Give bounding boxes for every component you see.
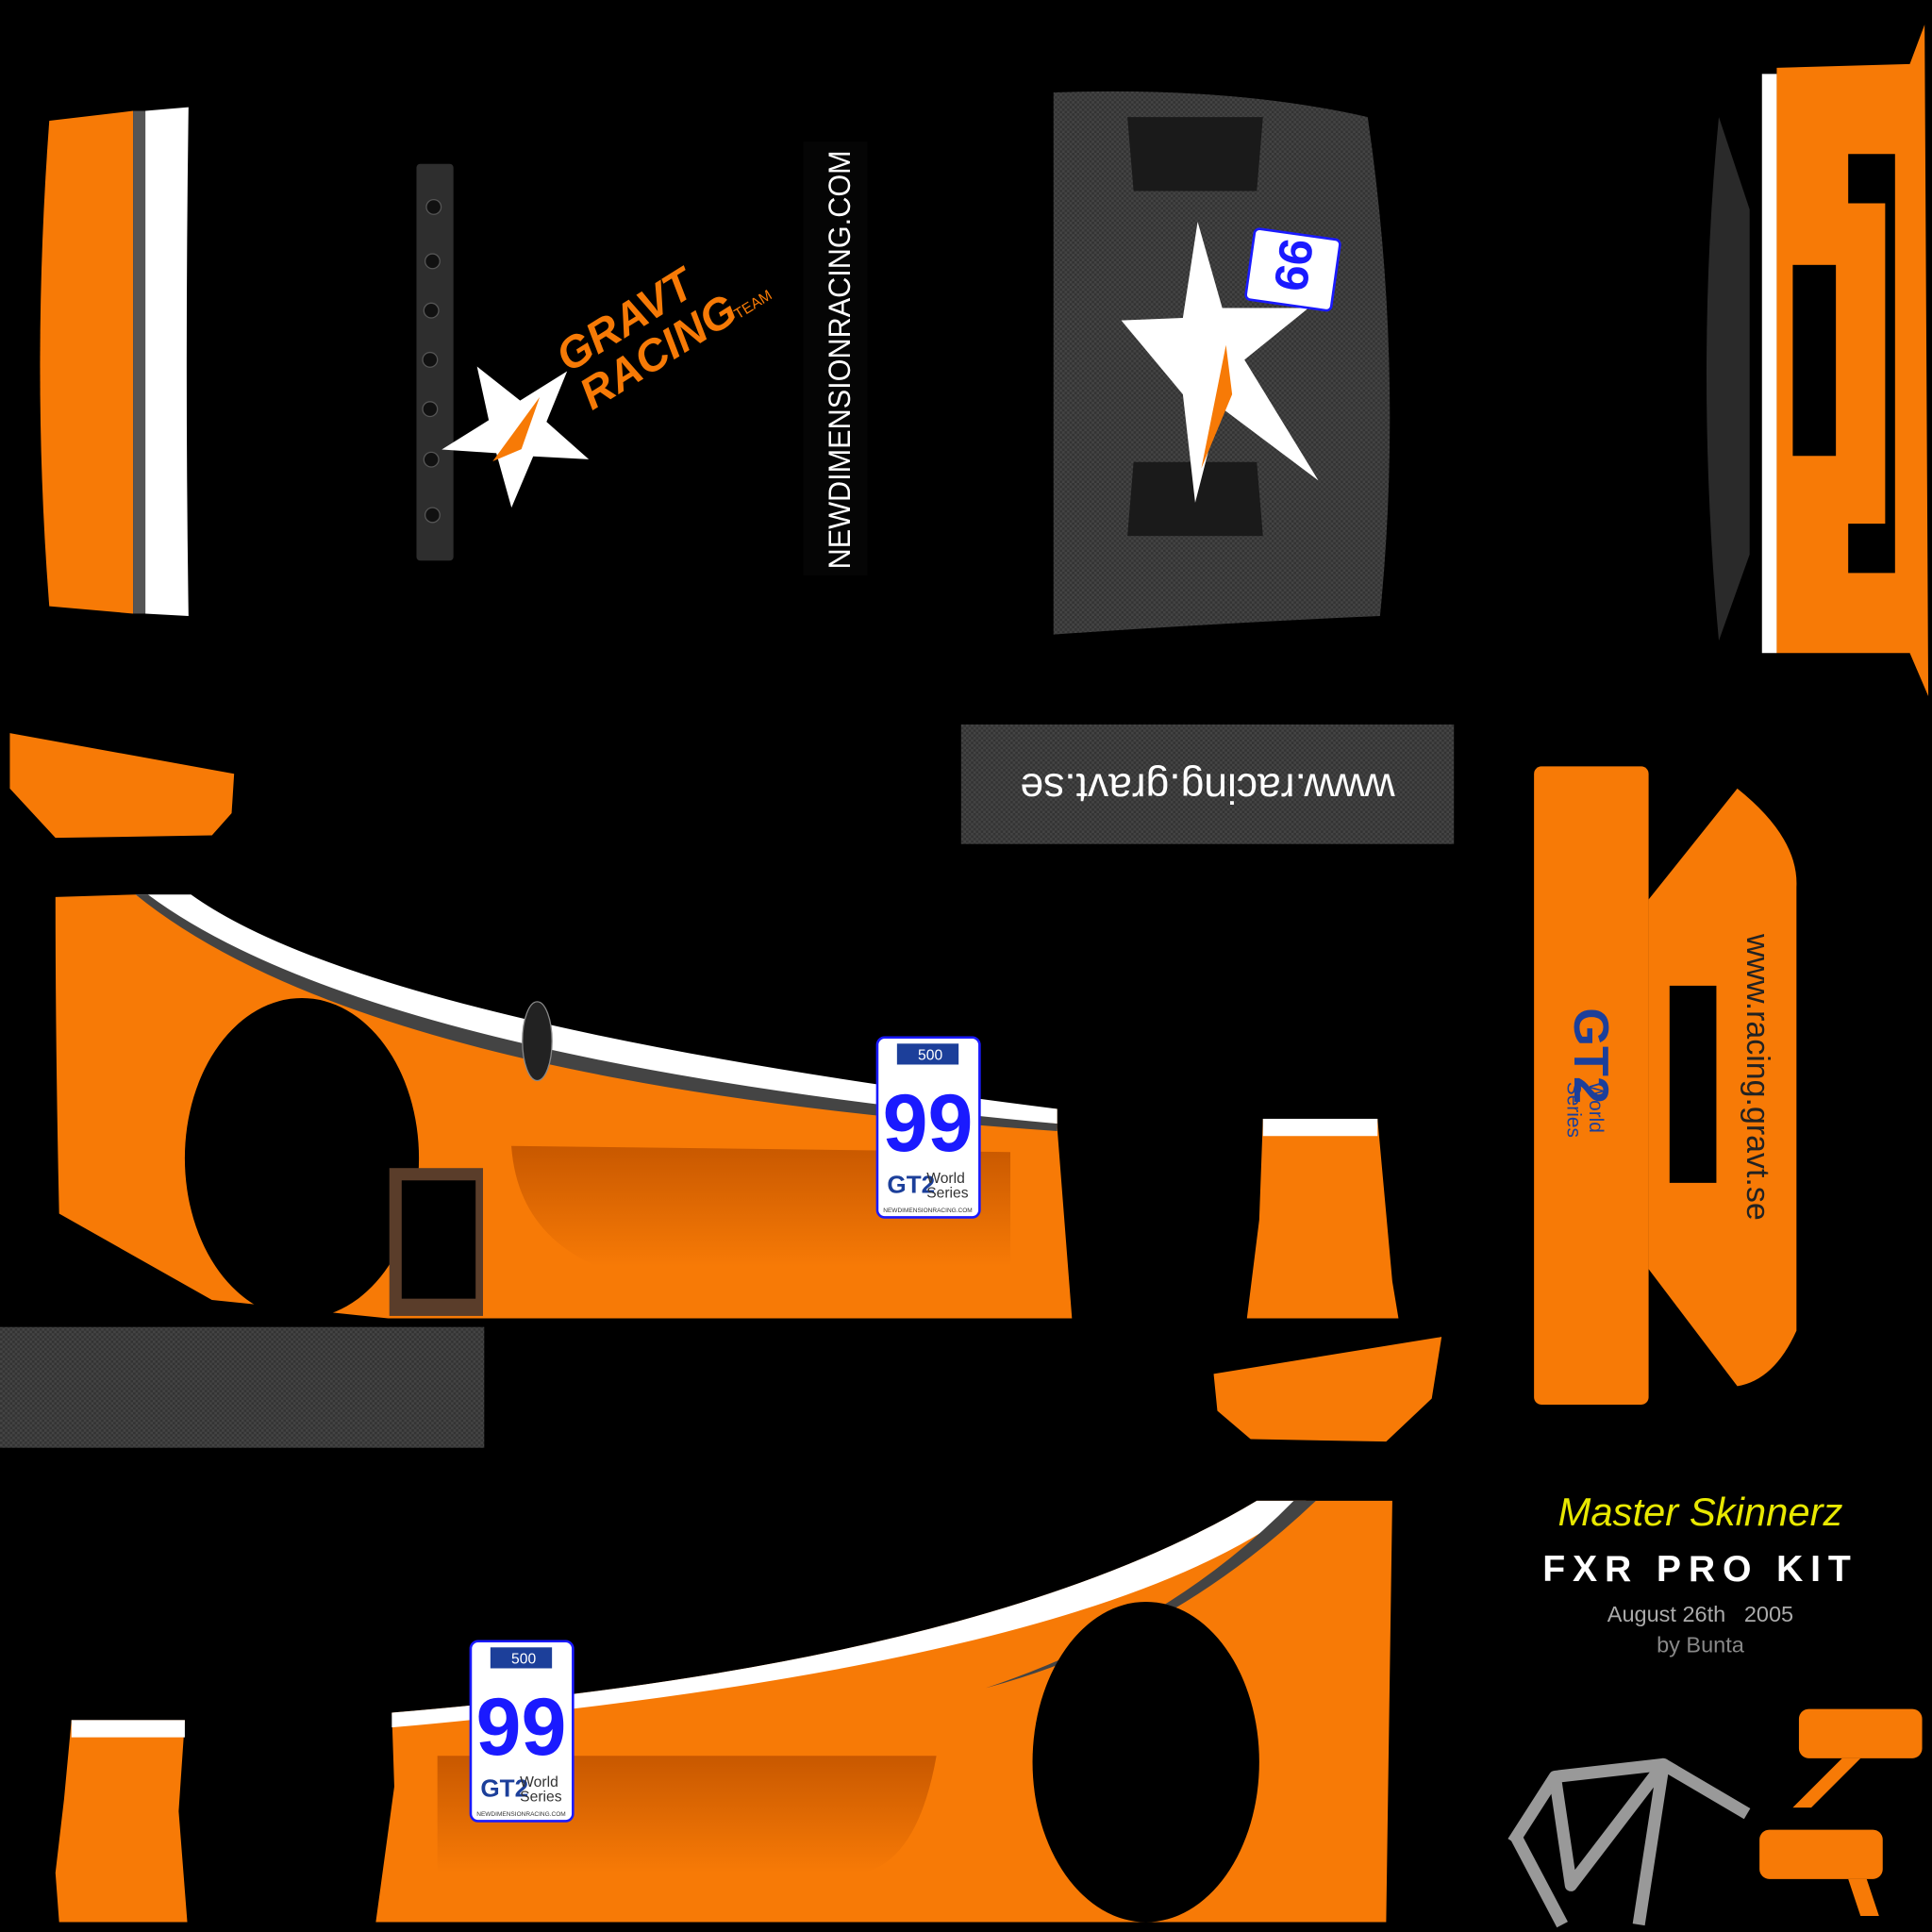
plate-number: 99 <box>476 1682 567 1773</box>
wing-gt2-text: GT2 <box>1563 1008 1618 1104</box>
mirrors <box>1759 1708 1923 1917</box>
plate-number: 99 <box>883 1078 974 1169</box>
plate-world: World <box>520 1774 558 1790</box>
banner-url-text: www.racing.gravt.se <box>1020 764 1395 810</box>
wing-world-text: World <box>1585 1082 1607 1133</box>
plate-footer: NEWDIMENSIONRACING.COM <box>883 1208 972 1214</box>
plate-top-text: 500 <box>511 1651 536 1667</box>
door-number-plate-2: 500 99 GT2 World Series NEWDIMENSIONRACI… <box>469 1640 575 1823</box>
plate-gt2: GT2 <box>480 1774 528 1802</box>
splitter-piece-2 <box>1213 1337 1442 1442</box>
plate-world: World <box>926 1171 965 1187</box>
plate-series: Series <box>926 1186 969 1202</box>
wing-url-text: www.racing.gravt.se <box>1740 933 1775 1221</box>
hood-number: 99 <box>1264 236 1324 294</box>
sponsor-vertical-text: NEWDIMENSIONRACING.COM <box>822 150 857 569</box>
bumper-corner-piece <box>1246 1118 1399 1319</box>
rear-panel <box>1706 25 1929 696</box>
credits-title: FXR PRO KIT <box>1542 1549 1857 1590</box>
credits-date: August 26th 2005 <box>1607 1602 1793 1626</box>
logo-team-text: TEAM <box>732 288 775 323</box>
carbon-strip <box>0 1326 485 1448</box>
bumper-corner-piece-2 <box>55 1720 188 1923</box>
gravt-racing-logo: GRAVT RACING TEAM <box>441 257 775 508</box>
plate-series: Series <box>520 1790 562 1806</box>
plate-footer: NEWDIMENSIONRACING.COM <box>476 1811 565 1818</box>
plate-gt2: GT2 <box>887 1170 935 1198</box>
rear-wing: www.racing.gravt.se GT2 World Series <box>1534 766 1797 1405</box>
windshield-banner: www.racing.gravt.se <box>960 724 1455 844</box>
credits-author: by Bunta <box>1657 1633 1745 1657</box>
hood-panel: 99 <box>1053 91 1391 635</box>
plate-top-text: 500 <box>918 1047 942 1063</box>
door-number-plate: 500 99 GT2 World Series NEWDIMENSIONRACI… <box>875 1036 981 1219</box>
credits: Master Skinnerz FXR PRO KIT August 26th … <box>1542 1490 1857 1657</box>
credits-studio: Master Skinnerz <box>1558 1490 1843 1534</box>
wing-series-text: Series <box>1562 1082 1584 1138</box>
roll-cage <box>1507 1757 1751 1928</box>
front-side-panel <box>40 107 189 617</box>
vent-strip <box>416 163 454 561</box>
splitter-piece <box>9 733 235 839</box>
